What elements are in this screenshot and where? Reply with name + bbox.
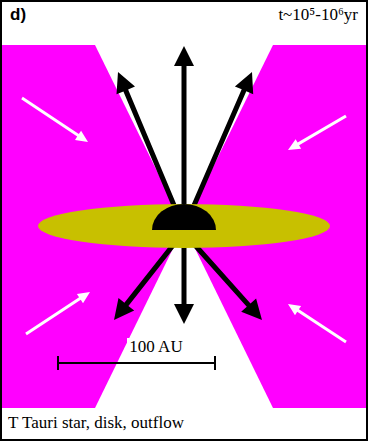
infall-arrow [288, 115, 347, 150]
panel-letter: d) [8, 6, 28, 25]
time-label: t~10⁵-10⁶yr [276, 6, 360, 25]
outflow-arrow [117, 72, 179, 211]
outflow-arrow [174, 46, 194, 205]
disk [38, 204, 330, 248]
outflow-arrow [114, 243, 176, 321]
caption-text: T Tauri star, disk, outflow [6, 414, 186, 433]
star [152, 204, 216, 230]
scale-label: 100 AU [127, 338, 184, 357]
infall-arrow [21, 97, 88, 142]
infall-arrow [288, 304, 347, 343]
outflow-arrow [190, 72, 254, 211]
outflow-arrow [192, 242, 262, 320]
outflow-arrow [174, 246, 194, 324]
scale-bar [58, 356, 215, 370]
infall-arrow [25, 292, 90, 335]
